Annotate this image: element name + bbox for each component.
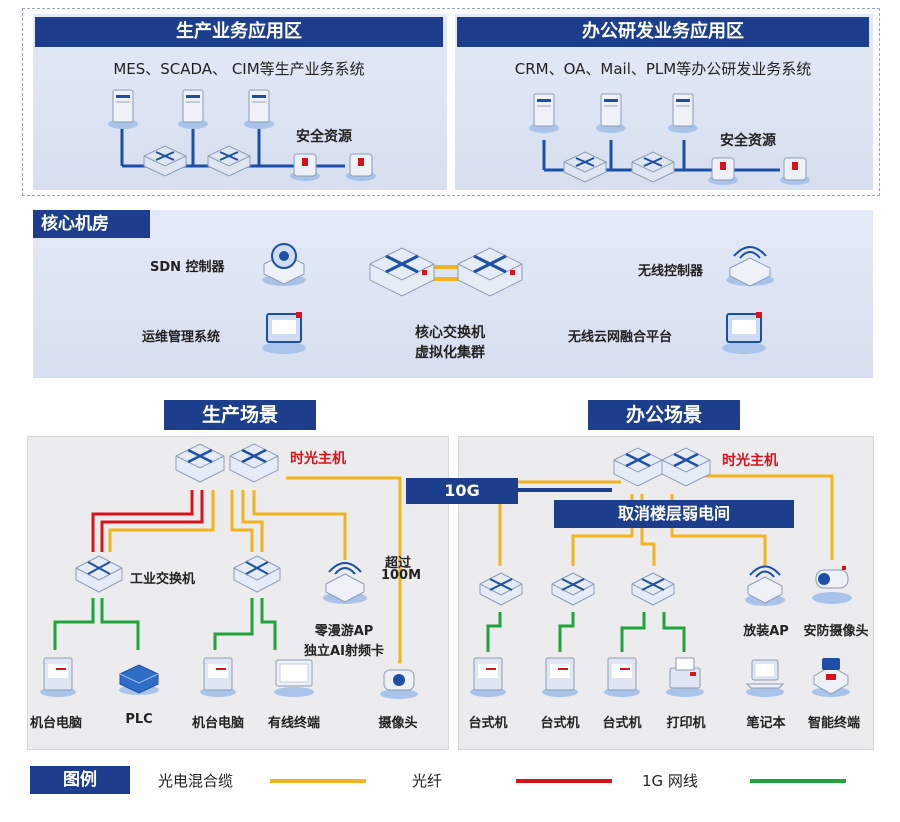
- server-icon: [529, 93, 559, 133]
- switch-icon: [207, 145, 251, 177]
- legend-label: 1G 网线: [642, 772, 698, 790]
- legend-swatch-hybrid: [270, 779, 366, 783]
- core-switch-label-2: 虚拟化集群: [415, 345, 485, 361]
- legend: 图例 光电混合缆 光纤 1G 网线: [30, 766, 870, 806]
- office-app-subtitle: CRM、OA、Mail、PLM等办公研发业务系统: [514, 60, 812, 78]
- industrial-switch-label: 工业交换机: [130, 572, 196, 587]
- production-app-subtitle: MES、SCADA、 CIM等生产业务系统: [113, 60, 365, 78]
- distance-label-1: 超过: [384, 556, 412, 571]
- core-switch-label-1: 核心交换机: [415, 325, 485, 341]
- desktop-icon: [604, 657, 640, 697]
- uplink-10g-badge: 10G: [406, 478, 518, 504]
- production-app-title: 生产业务应用区: [35, 17, 443, 47]
- server-icon: [668, 93, 698, 133]
- office-banner: 取消楼层弱电间: [554, 500, 794, 528]
- app-zones-frame: [22, 8, 880, 196]
- industrial-switch-icon: [75, 555, 123, 593]
- server-icon: [108, 89, 138, 129]
- production-endpoint-label: 有线终端: [267, 716, 321, 731]
- wireless-ap-icon: [745, 565, 785, 606]
- office-host-label: 时光主机: [722, 453, 778, 469]
- host-switch-icon: [661, 447, 711, 487]
- production-scene-zone: [27, 436, 449, 750]
- desktop-icon: [542, 657, 578, 697]
- firewall-icon: [708, 157, 738, 185]
- switch-icon: [551, 572, 595, 606]
- core-cluster-link: [434, 265, 458, 281]
- legend-title: 图例: [30, 766, 130, 794]
- firewall-icon: [346, 153, 376, 181]
- wired-terminal-icon: [274, 659, 314, 697]
- legend-label: 光电混合缆: [158, 772, 234, 790]
- computer-icon: [40, 657, 76, 697]
- office-security-label: 安全资源: [720, 133, 776, 149]
- plc-icon: [119, 664, 159, 695]
- ops-system-label: 运维管理系统: [142, 330, 221, 345]
- office-endpoint-label: 台式机: [540, 716, 580, 731]
- ap-label-1: 零漫游AP: [314, 624, 374, 639]
- production-endpoint-label: PLC: [125, 712, 153, 727]
- sdn-controller-icon: [262, 243, 306, 286]
- server-icon: [244, 89, 274, 129]
- printer-icon: [666, 657, 704, 697]
- server-icon: [596, 93, 626, 133]
- wireless-ap-icon: [323, 562, 367, 604]
- laptop-icon: [745, 659, 785, 697]
- desktop-icon: [470, 657, 506, 697]
- switch-icon: [631, 572, 675, 606]
- switch-icon: [631, 151, 675, 183]
- production-endpoint-label: 机台电脑: [191, 716, 245, 731]
- host-switch-icon: [229, 443, 279, 483]
- production-scene-links: [53, 476, 402, 664]
- monitor-icon: [262, 312, 306, 354]
- office-camera-label: 安防摄像头: [803, 624, 869, 639]
- wireless-controller-icon: [726, 246, 774, 287]
- switch-icon: [233, 555, 281, 593]
- switch-icon: [479, 572, 523, 606]
- camera-icon: [380, 669, 418, 699]
- legend-swatch-fiber: [516, 779, 612, 783]
- server-icon: [178, 89, 208, 129]
- smart-terminal-icon: [812, 658, 850, 697]
- core-switch-icon: [457, 247, 523, 297]
- firewall-icon: [780, 157, 810, 185]
- computer-icon: [200, 657, 236, 697]
- sdn-controller-label: SDN 控制器: [150, 260, 225, 275]
- wlc-label: 无线控制器: [638, 264, 704, 279]
- firewall-icon: [290, 153, 320, 181]
- production-security-label: 安全资源: [296, 129, 352, 145]
- core-room-title: 核心机房: [33, 210, 150, 238]
- production-endpoint-label: 摄像头: [378, 716, 418, 731]
- security-camera-icon: [812, 566, 852, 604]
- switch-icon: [143, 145, 187, 177]
- ap-label-2: 独立AI射频卡: [304, 644, 384, 659]
- monitor-icon: [722, 312, 766, 354]
- office-endpoint-label: 智能终端: [807, 716, 861, 731]
- legend-label: 光纤: [412, 772, 443, 790]
- office-endpoint-label: 台式机: [602, 716, 642, 731]
- switch-icon: [563, 151, 607, 183]
- production-endpoint-label: 机台电脑: [29, 716, 83, 731]
- office-ap-label: 放装AP: [743, 624, 789, 639]
- cloud-platform-label: 无线云网融合平台: [568, 330, 673, 345]
- office-endpoint-label: 台式机: [468, 716, 508, 731]
- office-scene-title: 办公场景: [588, 400, 740, 430]
- office-app-title: 办公研发业务应用区: [457, 17, 869, 47]
- production-host-label: 时光主机: [290, 451, 346, 467]
- core-switch-icon: [369, 247, 435, 297]
- legend-swatch-ethernet: [750, 779, 846, 783]
- host-switch-icon: [175, 443, 225, 483]
- office-endpoint-label: 笔记本: [746, 716, 786, 731]
- distance-label-2: 100M: [380, 568, 422, 583]
- host-switch-icon: [613, 447, 663, 487]
- production-scene-title: 生产场景: [164, 400, 316, 430]
- office-endpoint-label: 打印机: [666, 716, 706, 731]
